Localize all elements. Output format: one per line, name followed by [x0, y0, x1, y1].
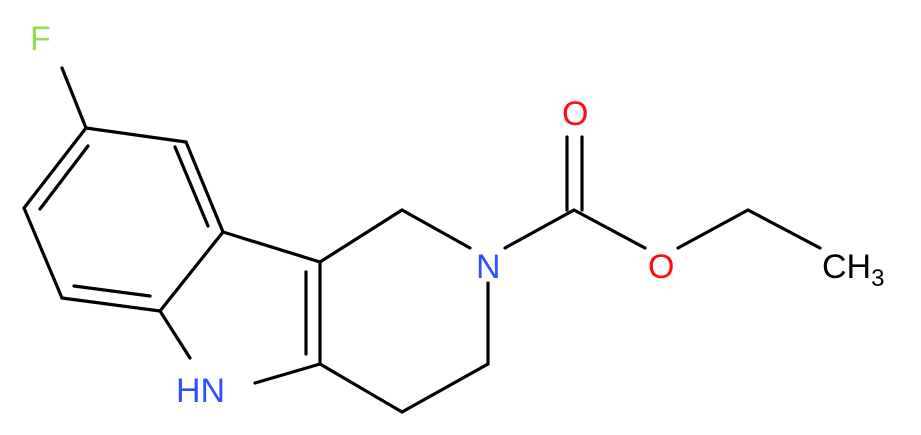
bond-c1a-c1 [318, 208, 404, 264]
bond-c5a-c9a [158, 230, 225, 313]
bond-c6-c5a [60, 296, 162, 313]
bond-n5-c4a [253, 362, 322, 385]
carbonyl-oxygen-label: O [562, 95, 588, 133]
bond-c3-c4 [400, 362, 490, 414]
bonds [22, 66, 822, 414]
bond-n2-ccarb [503, 208, 576, 250]
bond-c6-c5a-inner [72, 284, 152, 298]
atom-labels: F N HN O O CH3 [30, 20, 884, 410]
bond-c1a-c9a [221, 230, 322, 264]
methyl-subscript: 3 [871, 265, 884, 292]
methyl-ch: CH [822, 248, 871, 286]
bond-c-f [60, 66, 88, 130]
bond-c7-c6 [22, 206, 64, 300]
bond-c9a-c9 [184, 140, 225, 234]
bond-c8-c7 [22, 126, 88, 210]
bond-c8-c7-inner [38, 144, 90, 211]
bond-oester-cethyl [676, 208, 750, 250]
indole-nh-label: HN [176, 372, 225, 410]
bond-c4-c4a [318, 362, 404, 414]
bond-c9-c8 [84, 126, 188, 144]
bond-c5a-n5 [158, 309, 192, 360]
ring-nitrogen-label: N [476, 248, 501, 286]
bond-cethyl-ch3 [746, 208, 822, 250]
bond-c1-n2 [400, 208, 472, 250]
methyl-label: CH3 [822, 248, 884, 292]
fluorine-label: F [30, 20, 51, 58]
ester-oxygen-label: O [648, 248, 674, 286]
bond-c9a-c9-inner [173, 145, 210, 228]
bond-ccarb-oester [572, 208, 647, 250]
